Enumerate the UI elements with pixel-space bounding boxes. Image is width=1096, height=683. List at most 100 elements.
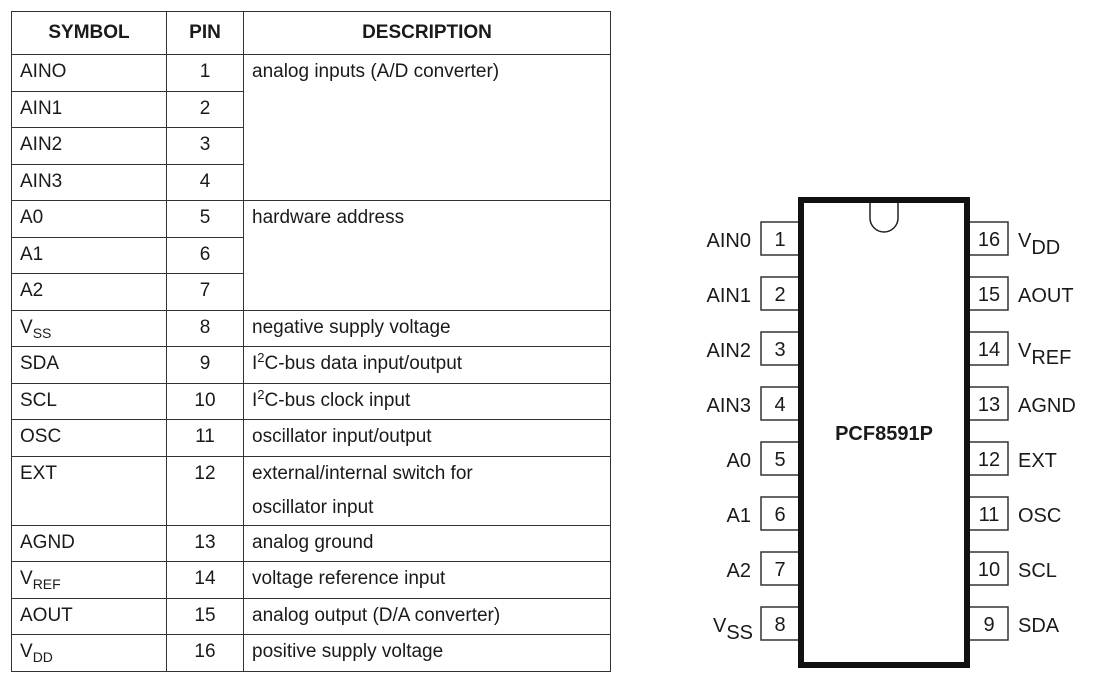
description-cell: positive supply voltage bbox=[243, 634, 611, 672]
pin-label: AIN2 bbox=[707, 340, 751, 362]
pin-label: EXT bbox=[1018, 450, 1057, 472]
symbol-cell: AIN1 bbox=[11, 90, 167, 128]
pin-label: AIN1 bbox=[707, 285, 751, 307]
pin-number: 6 bbox=[774, 504, 785, 526]
pin-number: 3 bbox=[774, 339, 785, 361]
pin-label: SDA bbox=[1018, 615, 1060, 637]
symbol-cell: VDD bbox=[11, 634, 167, 672]
pin-box-right bbox=[970, 276, 1009, 311]
pin-box-left bbox=[760, 551, 798, 586]
description-cell: negative supply voltage bbox=[243, 309, 611, 347]
symbol-cell: A0 bbox=[11, 200, 167, 238]
description-cell: I2C-bus data input/output bbox=[243, 346, 611, 384]
description-cell: analog output (D/A converter) bbox=[243, 597, 611, 635]
table-header-row: SYMBOL PIN DESCRIPTION bbox=[11, 11, 611, 55]
pin-cell: 16 bbox=[166, 634, 244, 672]
symbol-cell: OSC bbox=[11, 419, 167, 457]
symbol-cell: VSS bbox=[11, 309, 167, 347]
pin-number: 2 bbox=[774, 284, 785, 306]
pin-box-left bbox=[760, 221, 798, 256]
symbol-cell: AINO bbox=[11, 54, 167, 92]
pin-number: 13 bbox=[978, 394, 1000, 416]
pin-box-right bbox=[970, 606, 1009, 641]
symbol-cell: AIN2 bbox=[11, 127, 167, 165]
pin-box-left bbox=[760, 386, 798, 421]
pin-label: AGND bbox=[1018, 395, 1076, 417]
pin-label: AIN3 bbox=[707, 395, 751, 417]
pin-box-right bbox=[970, 496, 1009, 531]
pin-number: 10 bbox=[978, 559, 1000, 581]
chip-notch bbox=[869, 203, 899, 233]
pin-number: 12 bbox=[978, 449, 1000, 471]
description-cell: hardware address bbox=[243, 200, 611, 311]
pin-box-right bbox=[970, 331, 1009, 366]
pin-box-right bbox=[970, 386, 1009, 421]
pin-box-left bbox=[760, 496, 798, 531]
pin-box-left bbox=[760, 331, 798, 366]
pin-number: 1 bbox=[774, 229, 785, 251]
pin-label: VSS bbox=[713, 615, 753, 644]
pin-cell: 6 bbox=[166, 236, 244, 274]
chip-part-number: PCF8591P bbox=[835, 423, 933, 445]
pin-box-right bbox=[970, 551, 1009, 586]
chip-body bbox=[798, 197, 970, 668]
pin-label: VDD bbox=[1018, 230, 1060, 259]
pin-number: 8 bbox=[774, 614, 785, 636]
pin-label: VREF bbox=[1018, 340, 1071, 369]
description-cell: oscillator input/output bbox=[243, 419, 611, 457]
pin-number: 5 bbox=[774, 449, 785, 471]
pin-number: 16 bbox=[978, 229, 1000, 251]
pin-number: 11 bbox=[979, 504, 1000, 526]
pin-label: A2 bbox=[727, 560, 751, 582]
pin-cell: 9 bbox=[166, 346, 244, 384]
pin-cell: 2 bbox=[166, 90, 244, 128]
pin-number: 14 bbox=[978, 339, 1000, 361]
pin-cell: 13 bbox=[166, 524, 244, 562]
pin-label: A1 bbox=[727, 505, 751, 527]
pin-label: AOUT bbox=[1018, 285, 1074, 307]
description-cell: voltage reference input bbox=[243, 561, 611, 599]
pin-box-left bbox=[760, 276, 798, 311]
pin-cell: 5 bbox=[166, 200, 244, 238]
pin-number: 7 bbox=[774, 559, 785, 581]
pin-number: 4 bbox=[774, 394, 785, 416]
pin-label: A0 bbox=[727, 450, 751, 472]
pin-cell: 12 bbox=[166, 455, 244, 526]
pin-cell: 7 bbox=[166, 273, 244, 311]
pin-cell: 4 bbox=[166, 163, 244, 201]
description-cell: analog inputs (A/D converter) bbox=[243, 54, 611, 201]
header-symbol: SYMBOL bbox=[11, 11, 167, 55]
pin-label: SCL bbox=[1018, 560, 1057, 582]
symbol-cell: AOUT bbox=[11, 597, 167, 635]
description-cell: analog ground bbox=[243, 524, 611, 562]
pin-label: AIN0 bbox=[707, 230, 751, 252]
pin-cell: 8 bbox=[166, 309, 244, 347]
pin-label: OSC bbox=[1018, 505, 1061, 527]
pin-number: 15 bbox=[978, 284, 1000, 306]
symbol-cell: AIN3 bbox=[11, 163, 167, 201]
pin-cell: 15 bbox=[166, 597, 244, 635]
pin-box-right bbox=[970, 221, 1009, 256]
header-pin: PIN bbox=[166, 11, 244, 55]
pin-box-right bbox=[970, 441, 1009, 476]
pin-box-left bbox=[760, 606, 798, 641]
pin-number: 9 bbox=[983, 614, 994, 636]
pin-cell: 11 bbox=[166, 419, 244, 457]
pin-box-left bbox=[760, 441, 798, 476]
